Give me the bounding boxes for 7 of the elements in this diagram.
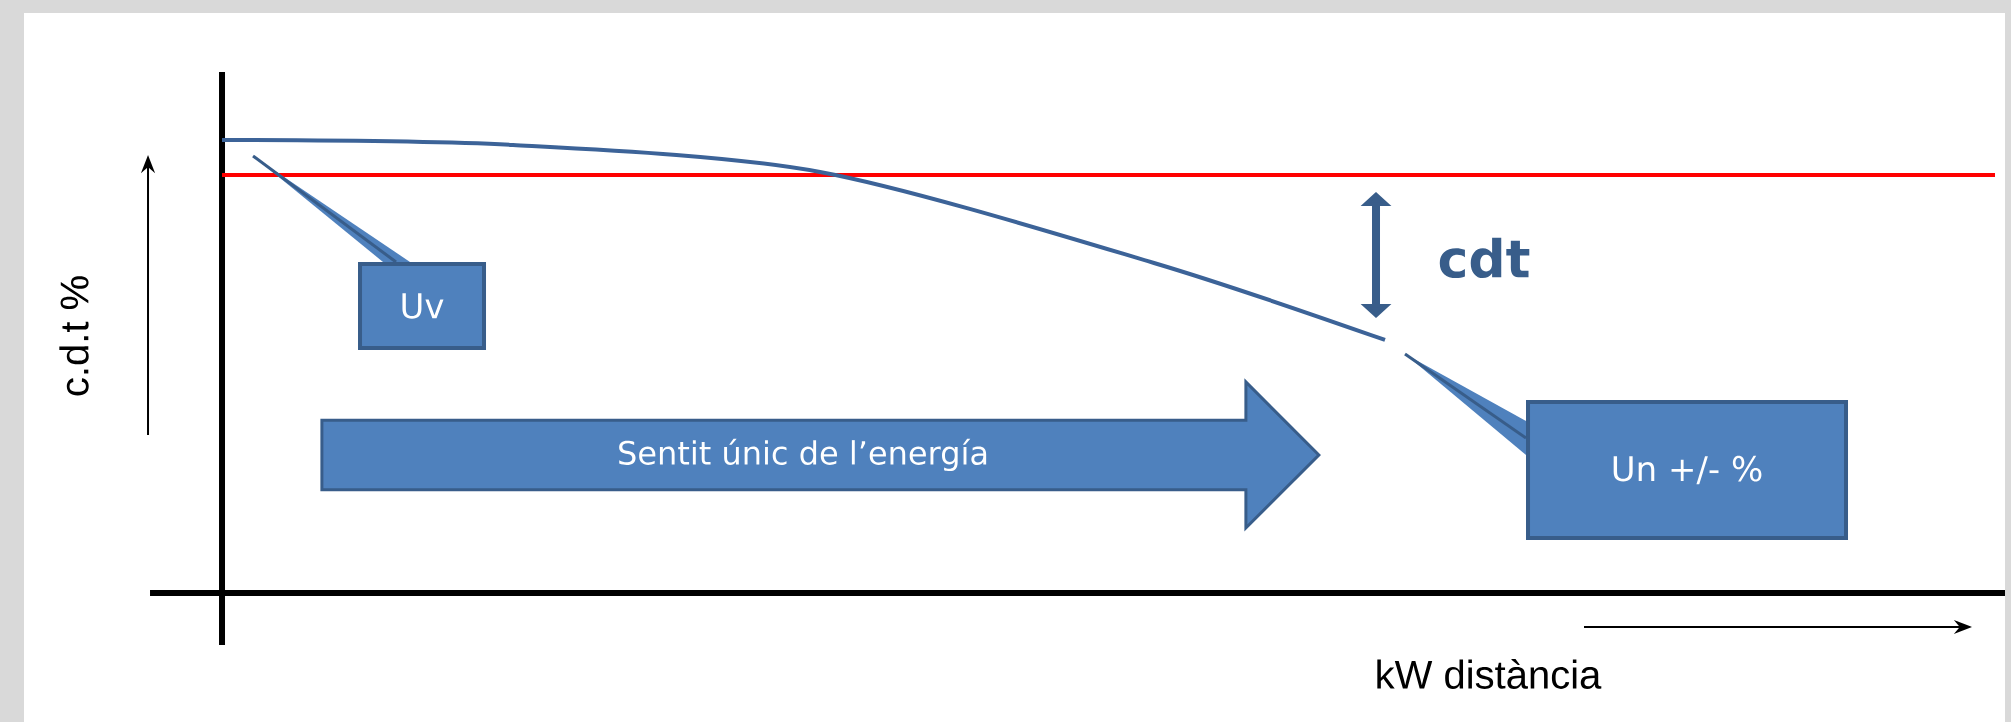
callout-box: Un +/- % bbox=[1526, 400, 1848, 540]
callout-box: Uv bbox=[358, 262, 486, 350]
axis-label: c.d.t % bbox=[59, 276, 89, 396]
measure-label: cdt bbox=[1439, 237, 1530, 279]
callout-pointer bbox=[1404, 352, 1527, 455]
callout-pointer bbox=[252, 154, 410, 264]
axis-label: kW distància bbox=[1377, 659, 1602, 689]
